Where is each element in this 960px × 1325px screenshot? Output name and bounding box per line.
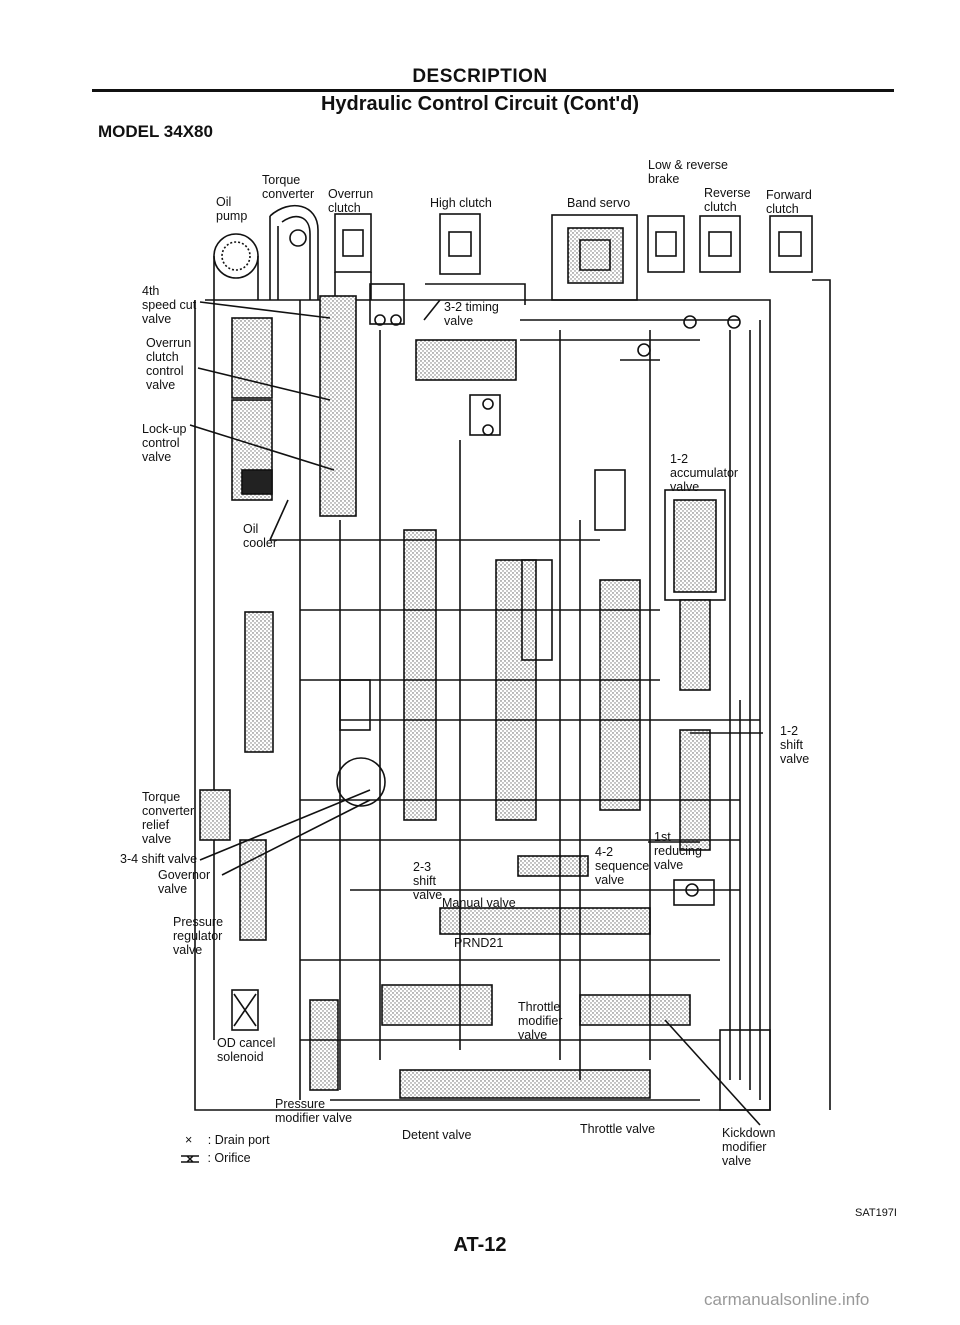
manual-valve [439, 907, 651, 935]
detent-throttle-valve [399, 1069, 651, 1099]
label-oil-pump: Oil pump [216, 195, 248, 223]
label-detent-valve: Detent valve [402, 1128, 472, 1142]
label-throttle-valve: Throttle valve [580, 1122, 656, 1136]
oil-pump [213, 233, 259, 300]
label-torque-converter-relief-valve: Torque converter relief valve [142, 790, 195, 846]
reverse-clutch [699, 215, 741, 273]
overrun-clutch [334, 213, 372, 300]
header-rule [92, 89, 894, 92]
label-oil-cooler: Oil cooler [243, 522, 278, 550]
label-2-3-shift-valve: 2-3 shift valve [413, 860, 443, 902]
page-number: AT-12 [453, 1234, 507, 1256]
label-governor-valve: Governor valve [158, 868, 211, 896]
label-3-2-timing-valve: 3-2 timing valve [444, 300, 499, 328]
drain-port-text: : Drain port [207, 1133, 270, 1147]
label-torque-converter: Torque converter [262, 173, 315, 201]
watermark: carmanualsonline.info [704, 1290, 870, 1309]
label-od-cancel-solenoid: OD cancel solenoid [217, 1036, 276, 1064]
page-title: Hydraulic Control Circuit (Cont'd) [320, 93, 640, 115]
high-clutch [425, 213, 526, 305]
legend-orifice: : Orifice [180, 1151, 251, 1165]
band-servo [551, 214, 638, 301]
label-pressure-modifier-valve: Pressure modifier valve [275, 1097, 353, 1125]
orifice-icon [181, 1154, 199, 1163]
right-stack [594, 469, 771, 1111]
label-forward-clutch: Forward clutch [766, 188, 812, 216]
label-band-servo: Band servo [567, 196, 631, 210]
label-prnd21: PRND21 [454, 936, 504, 950]
label-1-2-accumulator-valve: 1-2 accumulator valve [670, 452, 739, 494]
label-lockup-control-valve: Lock-up control valve [142, 422, 187, 464]
drain-port-symbol: × [185, 1133, 193, 1147]
section-heading: DESCRIPTION [412, 66, 548, 87]
label-4th-speed-cut-valve: 4th speed cut valve [142, 284, 197, 326]
label-low-reverse-brake: Low & reverse brake [648, 158, 728, 186]
label-1-2-shift-valve: 1-2 shift valve [780, 724, 810, 766]
label-manual-valve: Manual valve [442, 896, 516, 910]
label-pressure-regulator-valve: Pressure regulator valve [173, 915, 224, 957]
label-throttle-modifier-valve: Throttle modifier valve [518, 1000, 563, 1042]
figure-id: SAT197I [855, 1207, 897, 1219]
label-overrun-clutch: Overrun clutch [328, 187, 374, 215]
torque-converter [269, 204, 319, 300]
low-reverse-brake [647, 215, 685, 273]
model-label: MODEL 34X80 [98, 122, 213, 141]
label-reverse-clutch: Reverse clutch [704, 186, 751, 214]
label-kickdown-modifier-valve: Kickdown modifier valve [722, 1126, 776, 1168]
label-1st-reducing-valve: 1st reducing valve [654, 830, 702, 872]
label-overrun-clutch-control-valve: Overrun clutch control valve [146, 336, 192, 392]
center-left-stack [319, 283, 437, 821]
legend-drain-port: × : Drain port [185, 1133, 270, 1147]
label-3-4-shift-valve: 3-4 shift valve [120, 852, 198, 866]
center-stack [415, 339, 553, 821]
label-high-clutch: High clutch [430, 196, 492, 210]
forward-clutch [769, 215, 831, 1110]
throttle-modifier-valve [381, 984, 691, 1026]
orifice-text: : Orifice [207, 1151, 251, 1165]
sequence-valve [517, 855, 589, 877]
label-4-2-sequence-valve: 4-2 sequence valve [595, 845, 650, 887]
